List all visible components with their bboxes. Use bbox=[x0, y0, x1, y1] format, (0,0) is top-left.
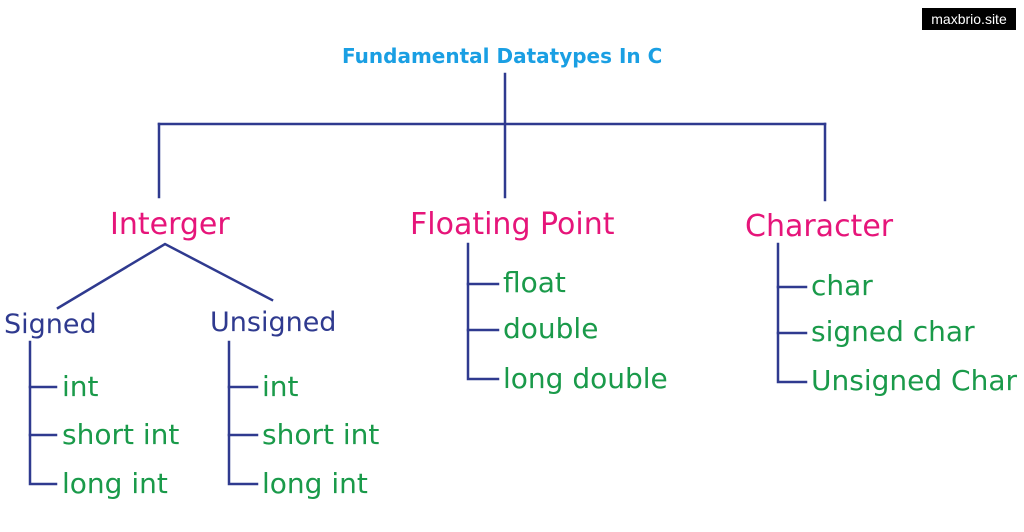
float-item-long-double: long double bbox=[503, 362, 668, 395]
char-item-signed-char: signed char bbox=[811, 315, 975, 348]
signed-item-short-int: short int bbox=[62, 418, 180, 451]
signed-item-int: int bbox=[62, 370, 99, 403]
char-bracket bbox=[776, 242, 808, 384]
unsigned-item-int: int bbox=[262, 370, 299, 403]
subcategory-unsigned: Unsigned bbox=[210, 307, 337, 338]
watermark: maxbrio.site bbox=[922, 8, 1016, 30]
subcategory-signed: Signed bbox=[4, 309, 97, 340]
unsigned-item-long-int: long int bbox=[262, 467, 368, 500]
unsigned-bracket bbox=[227, 340, 259, 486]
category-floating-point: Floating Point bbox=[410, 207, 615, 242]
signed-bracket bbox=[28, 340, 58, 486]
float-bracket bbox=[466, 242, 500, 381]
signed-item-long-int: long int bbox=[62, 467, 168, 500]
char-item-char: char bbox=[811, 269, 873, 302]
category-integer: Interger bbox=[110, 207, 230, 242]
unsigned-item-short-int: short int bbox=[262, 418, 380, 451]
char-item-unsigned-char: Unsigned Char bbox=[811, 364, 1017, 397]
float-item-float: float bbox=[503, 266, 566, 299]
float-item-double: double bbox=[503, 312, 599, 345]
diagram-title: Fundamental Datatypes In C bbox=[342, 44, 663, 68]
category-character: Character bbox=[745, 209, 894, 244]
integer-split bbox=[56, 242, 274, 310]
